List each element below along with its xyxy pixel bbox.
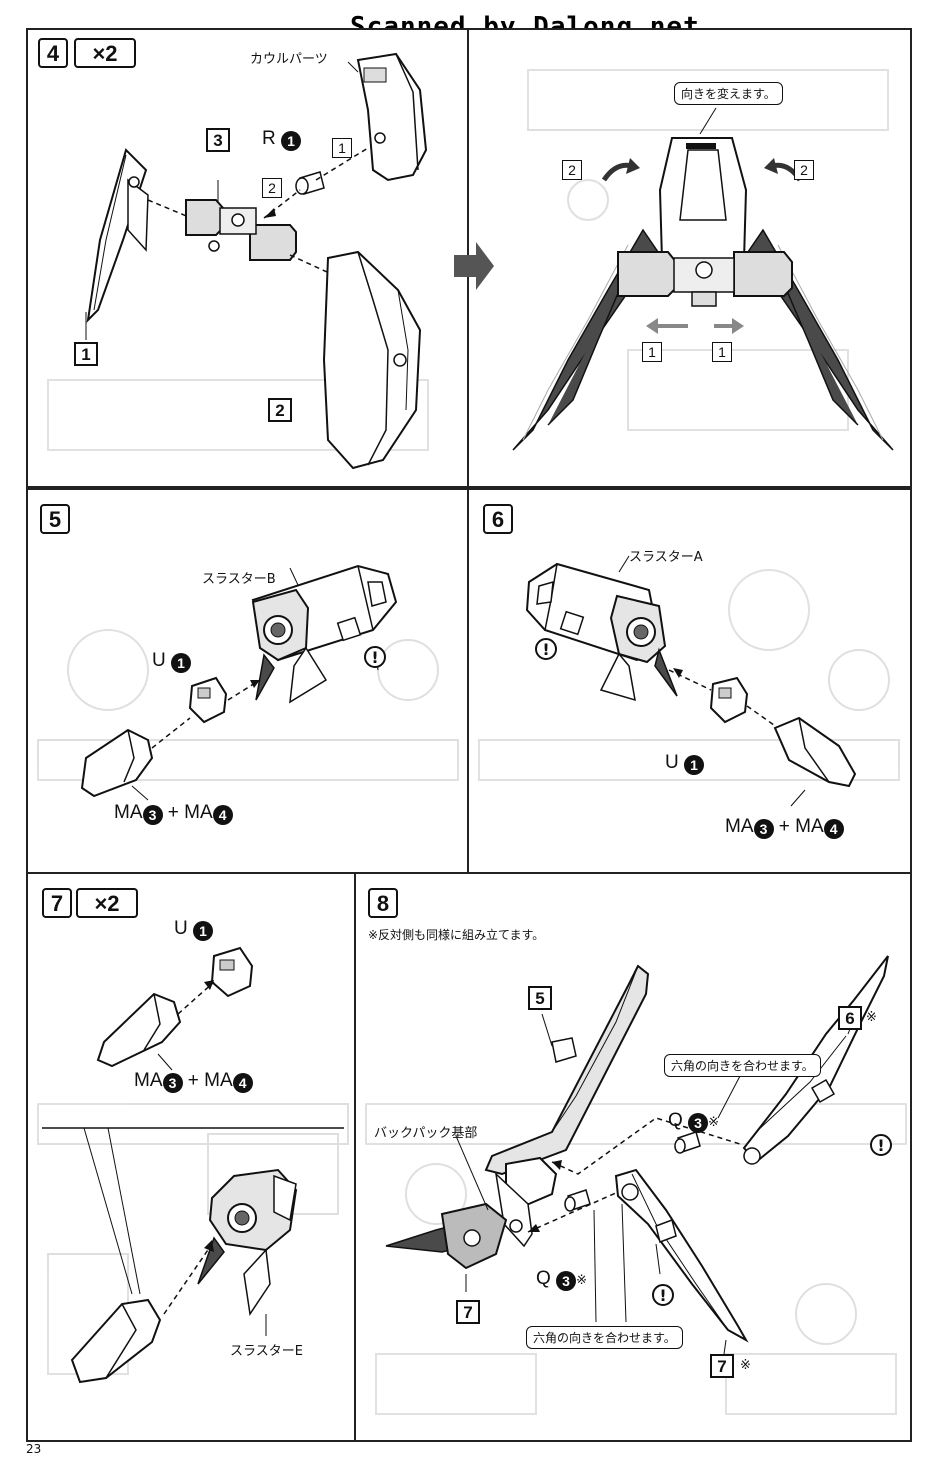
cowl-parts-label: カウルパーツ — [250, 52, 328, 67]
step-4-panel: 4 ×2 カウルパーツ R 1 1 2 3 1 2 向きを変えます。 2 2 1… — [26, 28, 912, 488]
tag-1-slide-right: 1 — [712, 342, 732, 362]
q-number: 3 — [556, 1271, 577, 1291]
ma-code-b: MA — [184, 802, 213, 823]
u-code: U — [665, 752, 679, 773]
step-6-u1-label: U 1 — [665, 752, 705, 775]
thruster-b-label: スラスターB — [202, 572, 276, 587]
step-4-times: ×2 — [74, 38, 136, 68]
tag-5-arm: 5 — [528, 986, 552, 1010]
tag-1-wing: 1 — [74, 342, 98, 366]
u-code: U — [152, 650, 166, 671]
step-4-illustration — [47, 30, 894, 486]
u-number: 1 — [193, 921, 214, 941]
ma-number-b: 4 — [212, 805, 233, 825]
hex-align-callout-top: 六角の向きを合わせます。 — [664, 1054, 821, 1077]
opposite-side-note: ※反対側も同様に組み立てます。 — [368, 928, 545, 942]
tag-1-top: 1 — [332, 138, 352, 158]
part-r-code: R — [262, 128, 276, 149]
tag-2-rotate-left: 2 — [562, 160, 582, 180]
step-6-number: 6 — [483, 504, 513, 534]
tag-2-armor: 2 — [268, 398, 292, 422]
thruster-a-label: スラスターA — [629, 550, 703, 565]
q-number: 3 — [688, 1113, 709, 1133]
step-8-number: 8 — [368, 888, 398, 918]
page-number: 23 — [26, 1442, 42, 1456]
q-mark: ※ — [708, 1114, 719, 1129]
tag-3-hinge: 3 — [206, 128, 230, 152]
ma-number-a: 3 — [142, 805, 163, 825]
step-5-u1-label: U 1 — [152, 650, 192, 673]
ma-number-b: 4 — [232, 1073, 253, 1093]
step-7-u1-label: U 1 — [174, 918, 214, 941]
ma-code-a: MA — [725, 816, 754, 837]
step-6-caution-icon: ! — [535, 638, 557, 660]
step-5-number: 5 — [40, 504, 70, 534]
plus-sign: + — [167, 802, 179, 823]
ma-number-a: 3 — [753, 819, 774, 839]
ma-code-b: MA — [204, 1070, 233, 1091]
tag-6-arm: 6 — [838, 1006, 862, 1030]
tag-2-rotate-right: 2 — [794, 160, 814, 180]
ma-code-a: MA — [134, 1070, 163, 1091]
thruster-e-label: スラスターE — [230, 1344, 303, 1359]
step-8-caution-icon-lower: ! — [652, 1284, 674, 1306]
q-code: Q — [536, 1268, 551, 1289]
tag-1-slide-left: 1 — [642, 342, 662, 362]
ma-number-b: 4 — [823, 819, 844, 839]
step-5-illustration — [37, 564, 459, 801]
step-8-caution-icon-right: ! — [870, 1134, 892, 1156]
step-7-number: 7 — [42, 888, 72, 918]
q3-label-left: Q 3※ — [536, 1268, 587, 1291]
step-8-illustration — [365, 955, 907, 1415]
u-number: 1 — [171, 653, 192, 673]
hex-align-callout-bottom: 六角の向きを合わせます。 — [526, 1326, 683, 1349]
step-7-illustration — [37, 946, 349, 1384]
ma-number-a: 3 — [162, 1073, 183, 1093]
tag-2-mid: 2 — [262, 178, 282, 198]
plus-sign: + — [187, 1070, 199, 1091]
u-code: U — [174, 918, 188, 939]
q-mark: ※ — [576, 1272, 587, 1287]
backpack-base-label: バックパック基部 — [374, 1126, 478, 1141]
part-r-number: 1 — [281, 131, 302, 151]
plus-sign: + — [778, 816, 790, 837]
part-r1-label: R 1 — [262, 128, 302, 151]
step-6-illustration — [478, 555, 900, 807]
q3-label-right: Q 3※ — [668, 1110, 719, 1133]
step-5-caution-icon: ! — [364, 646, 386, 668]
q-code: Q — [668, 1110, 683, 1131]
tag-7-mark: ※ — [740, 1358, 751, 1373]
tag-7-lower-arm: 7 — [710, 1354, 734, 1378]
step-7-times: ×2 — [76, 888, 138, 918]
turn-direction-callout: 向きを変えます。 — [674, 82, 783, 105]
tag-7-base: 7 — [456, 1300, 480, 1324]
ma-code-a: MA — [114, 802, 143, 823]
u-number: 1 — [684, 755, 705, 775]
ma-code-b: MA — [795, 816, 824, 837]
step-8-panel: 8 ※反対側も同様に組み立てます。 5 6 ※ バックパック基部 六角の向きを合… — [354, 872, 912, 1442]
step-4-number: 4 — [38, 38, 68, 68]
tag-6-mark: ※ — [866, 1010, 877, 1025]
